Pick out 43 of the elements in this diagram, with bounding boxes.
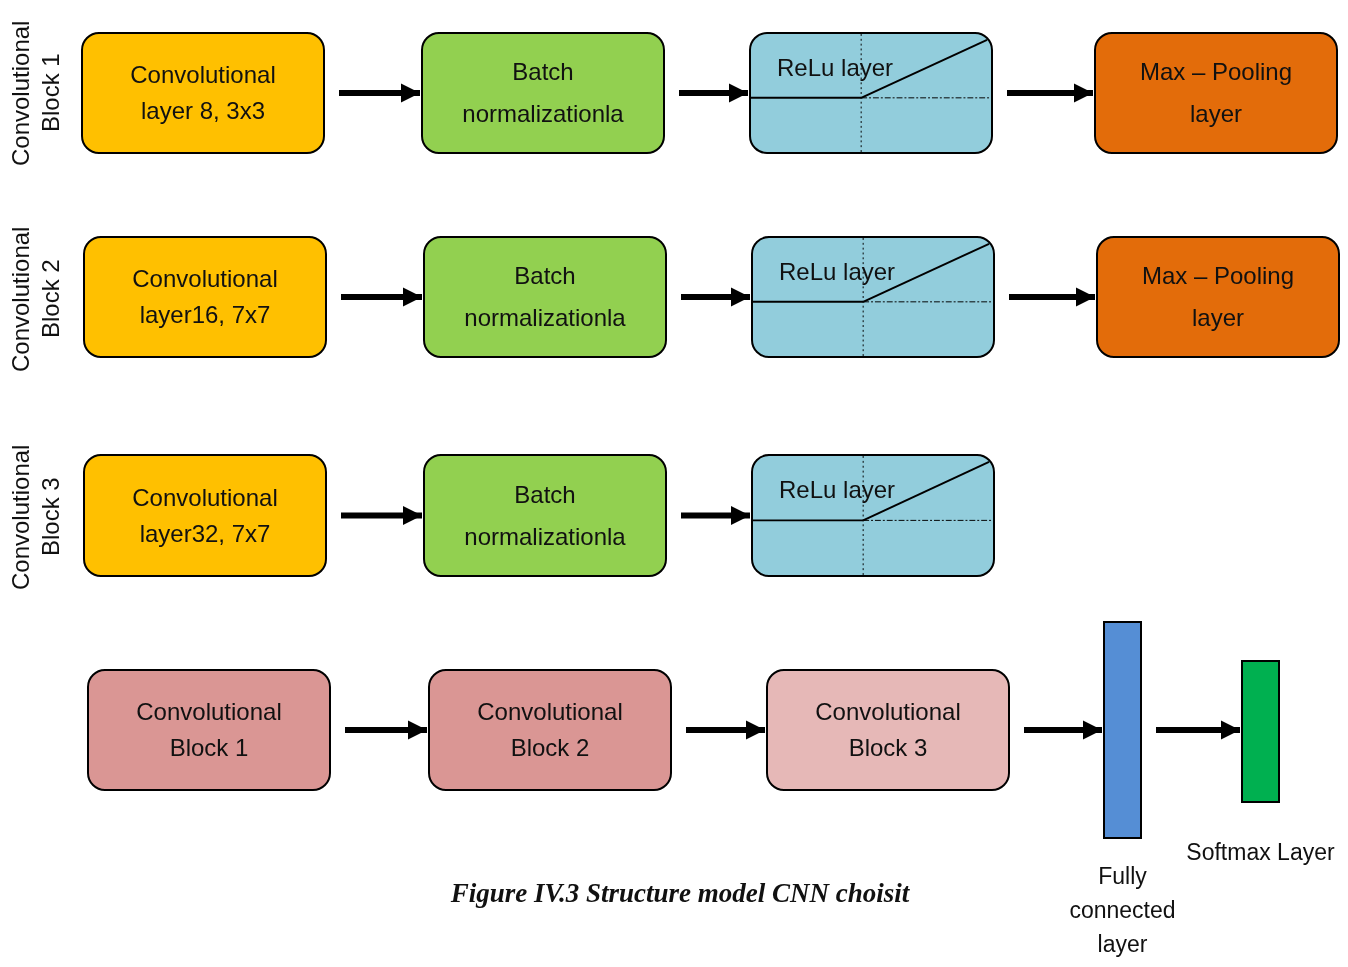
- node-label: Batch normalizationla: [461, 57, 625, 129]
- node-label: ReLu layer: [779, 475, 896, 505]
- node-label: Max – Pooling layer: [1138, 57, 1294, 129]
- conv-layer-box: [81, 32, 325, 154]
- arrow: [679, 83, 748, 103]
- node-label: Convolutional layer 8, 3x3: [129, 60, 277, 126]
- conv-layer-box: [83, 236, 327, 358]
- node-label: Max – Pooling layer: [1140, 261, 1296, 333]
- arrow: [681, 505, 750, 526]
- arrow: [339, 83, 420, 103]
- node-label: Convolutional layer16, 7x7: [131, 264, 279, 330]
- arrow: [345, 720, 427, 740]
- node-label: ReLu layer: [779, 257, 896, 287]
- arrow: [1007, 83, 1093, 103]
- layer-caption: Fully connected layer: [1068, 862, 1177, 959]
- batch-norm-box: [423, 454, 667, 577]
- block-box: [428, 669, 672, 791]
- conv-layer-box: [83, 454, 327, 577]
- arrow: [686, 720, 765, 740]
- node-label: Convolutional Block 1: [135, 697, 283, 763]
- batch-norm-box: [423, 236, 667, 358]
- pooling-layer-box: [1094, 32, 1338, 154]
- batch-norm-box: [421, 32, 665, 154]
- pooling-layer-box: [1096, 236, 1340, 358]
- arrow: [1009, 287, 1095, 307]
- arrow: [681, 287, 750, 307]
- row-label: Convolutional Block 3: [6, 443, 65, 592]
- node-label: ReLu layer: [777, 53, 894, 83]
- node-label: Convolutional Block 3: [814, 697, 962, 763]
- arrow: [1024, 720, 1102, 740]
- node-label: Convolutional Block 2: [476, 697, 624, 763]
- row-label: Convolutional Block 1: [6, 19, 65, 168]
- node-label: Batch normalizationla: [463, 261, 627, 333]
- row-label: Convolutional Block 2: [6, 225, 65, 374]
- arrow: [341, 287, 422, 307]
- node-label: Convolutional layer32, 7x7: [131, 482, 279, 549]
- block-box: [766, 669, 1010, 791]
- layer-caption: Softmax Layer: [1185, 838, 1336, 867]
- block-box: [87, 669, 331, 791]
- figure-caption: Figure IV.3 Structure model CNN choisit: [449, 878, 911, 909]
- arrow: [341, 505, 422, 526]
- node-label: Batch normalizationla: [463, 479, 627, 552]
- arrow: [1156, 720, 1240, 740]
